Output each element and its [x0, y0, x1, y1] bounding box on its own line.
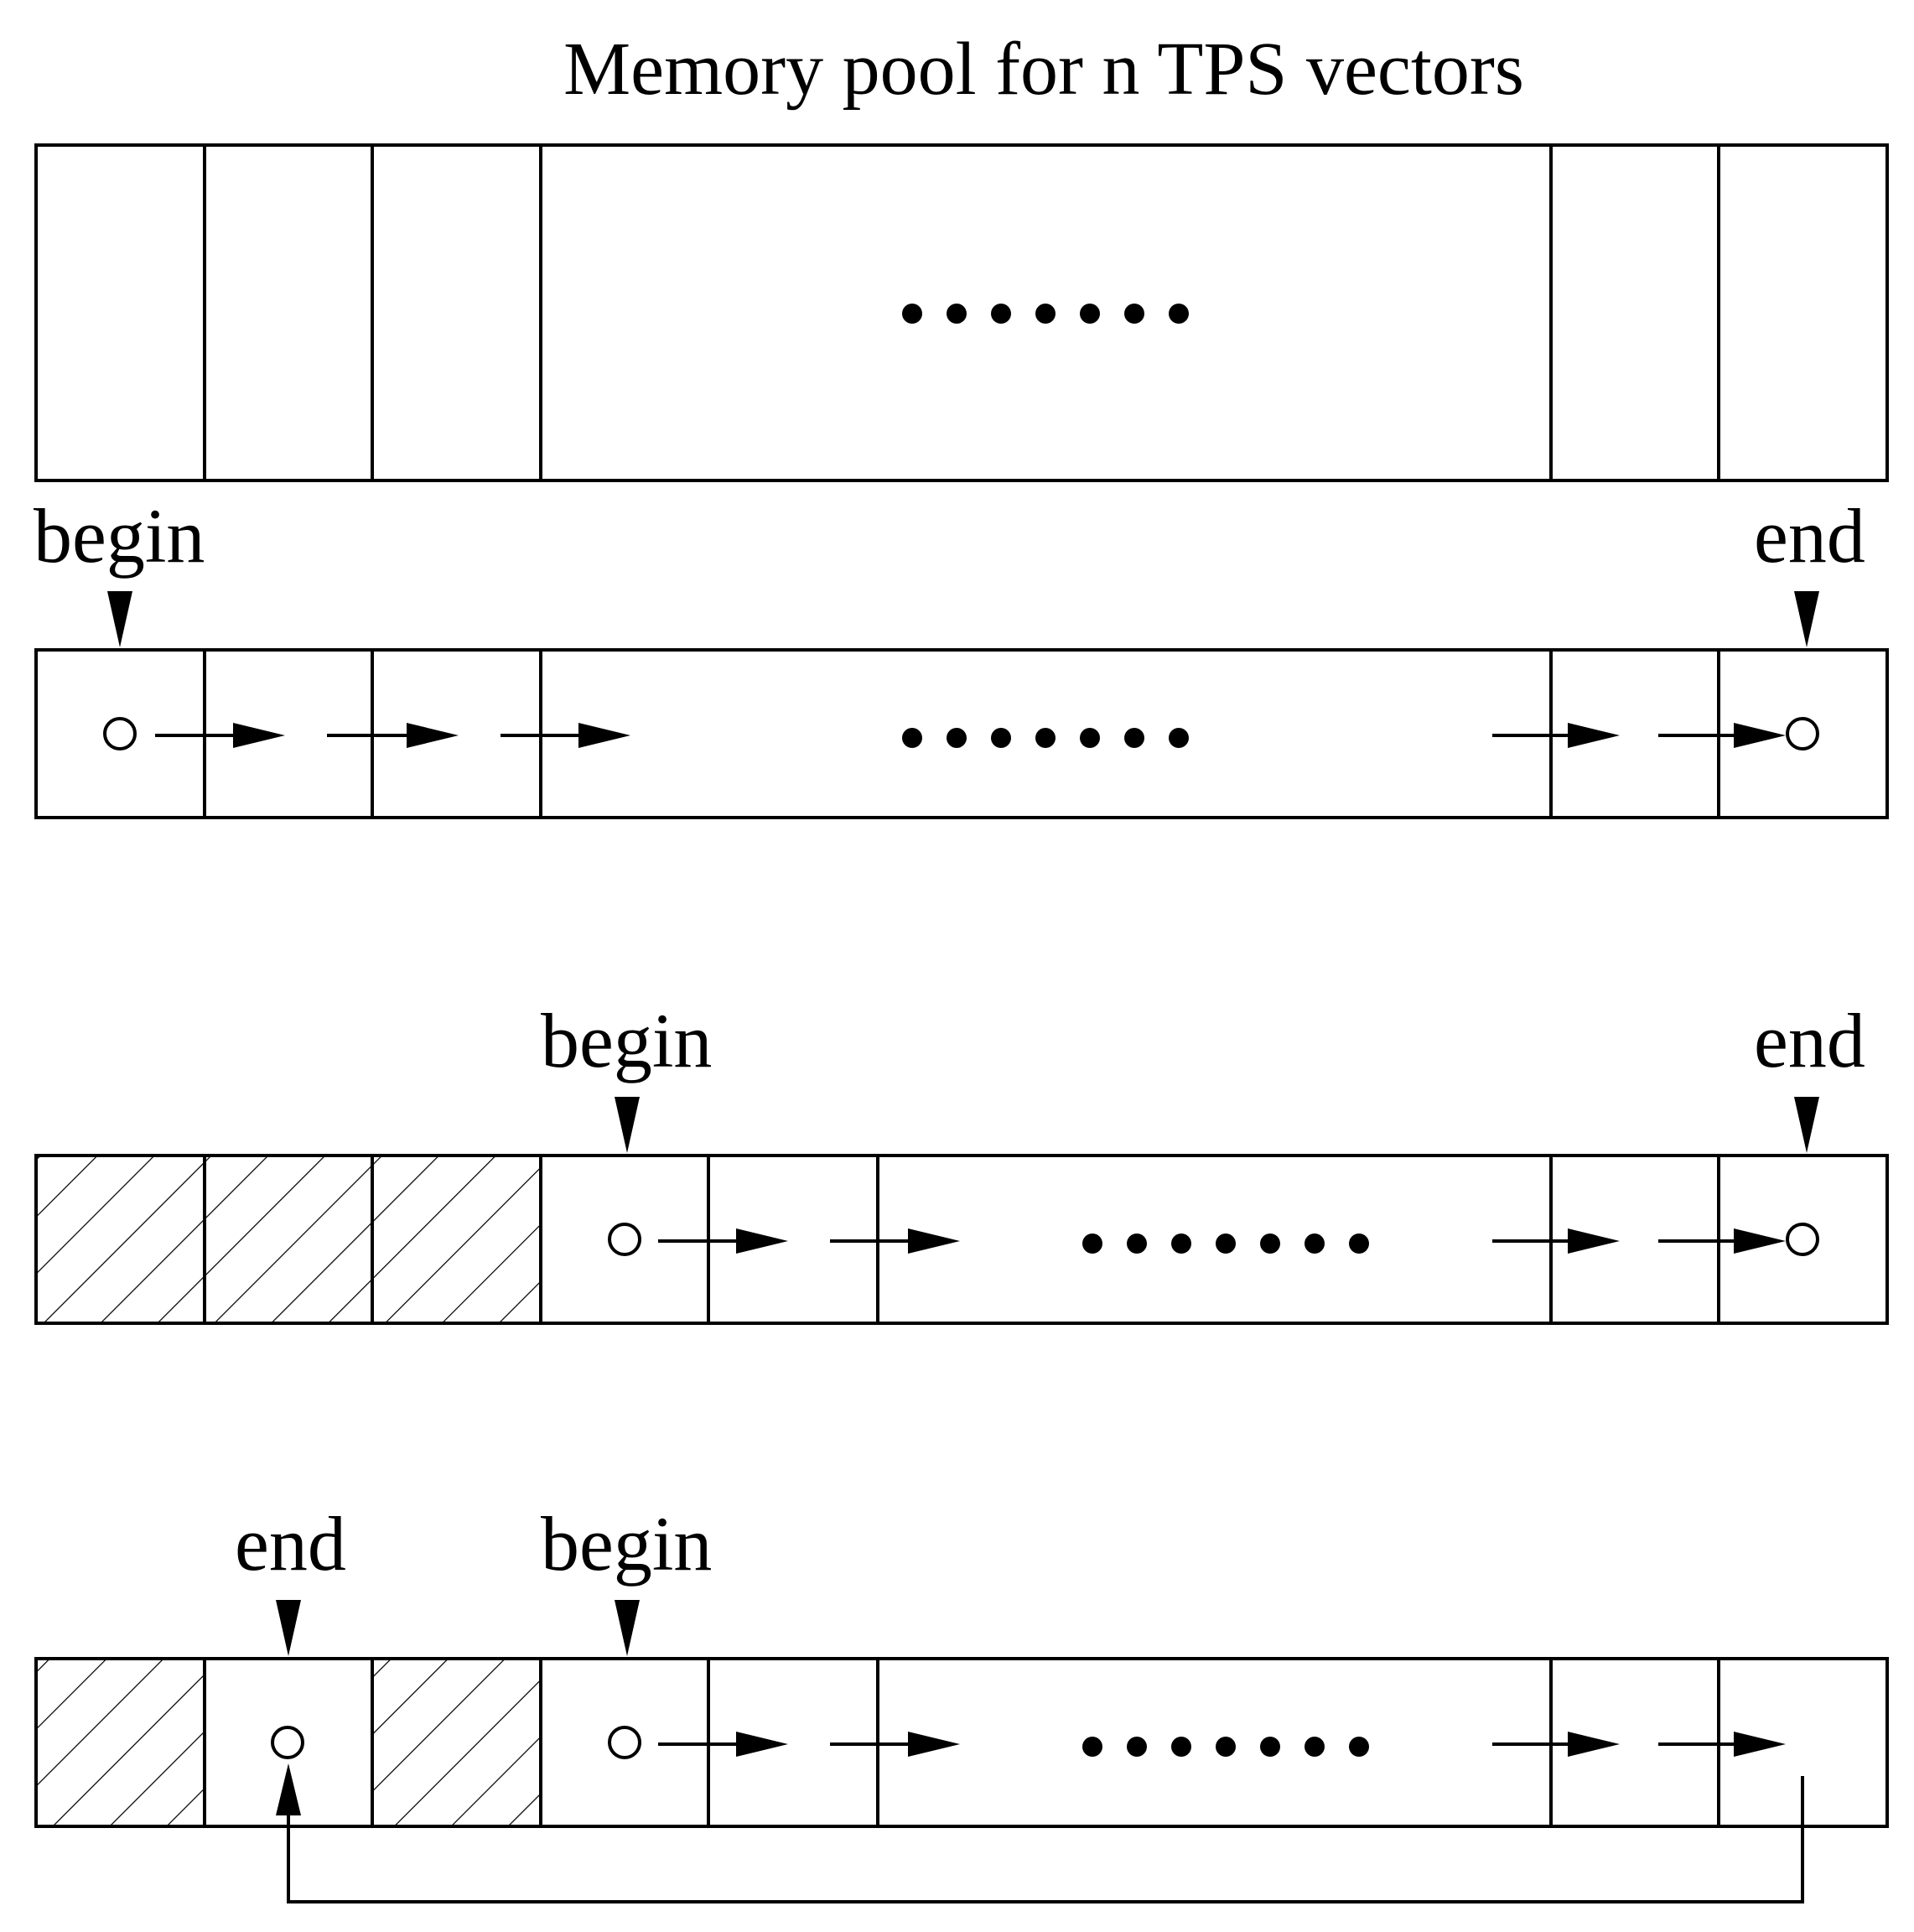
end-pointer-icon [1794, 1097, 1819, 1153]
begin-label: begin [541, 1501, 712, 1587]
ellipsis-dot [1260, 1233, 1280, 1254]
free-node-icon [103, 717, 137, 750]
ellipsis-dot [1169, 728, 1189, 748]
ellipsis-dot [1080, 304, 1100, 324]
link-arrowhead-icon [1734, 1732, 1786, 1757]
ellipsis-dot [1080, 728, 1100, 748]
ellipsis-dot [1171, 1233, 1191, 1254]
link-arrowhead-icon [1568, 1732, 1620, 1757]
ellipsis-dot [1124, 728, 1144, 748]
link-arrowhead-icon [407, 723, 459, 748]
pool-outline [34, 143, 1889, 482]
ellipsis-dot [1305, 1737, 1325, 1757]
end-pointer-icon [1794, 591, 1819, 647]
begin-label: begin [34, 493, 205, 579]
link-arrowhead-icon [1734, 723, 1786, 748]
ellipsis [1082, 1737, 1369, 1757]
ellipsis-dot [1216, 1737, 1236, 1757]
ellipsis-dot [1082, 1233, 1102, 1254]
ellipsis-dot [991, 304, 1011, 324]
ellipsis-dot [1216, 1233, 1236, 1254]
list-outline [34, 648, 1889, 819]
begin-pointer-icon [107, 591, 132, 647]
list-outline [34, 1657, 1889, 1828]
free-node-icon [608, 1726, 641, 1759]
link-arrowhead-icon [908, 1732, 960, 1757]
free-node-icon [271, 1726, 304, 1759]
ellipsis-dot [1349, 1233, 1369, 1254]
link-arrowhead-icon [736, 1732, 788, 1757]
ellipsis-dot [1349, 1737, 1369, 1757]
free-list-initial-row: begin end [34, 493, 1889, 819]
link-arrowhead-icon [1568, 723, 1620, 748]
diagram-title: Memory pool for n TPS vectors [563, 28, 1524, 111]
wraparound-link [287, 1776, 1804, 1903]
end-label: end [1754, 493, 1865, 579]
used-cell [36, 1156, 205, 1323]
free-node-icon [1786, 1223, 1819, 1256]
pool-row [34, 143, 1889, 482]
ellipsis-dot [991, 728, 1011, 748]
ellipsis [902, 728, 1189, 748]
begin-label: begin [541, 998, 712, 1083]
ellipsis-dot [947, 304, 967, 324]
begin-pointer-icon [615, 1097, 640, 1153]
used-cell [372, 1659, 541, 1826]
ellipsis-dot [1124, 304, 1144, 324]
ellipsis [1082, 1233, 1369, 1254]
link-arrowhead-icon [908, 1228, 960, 1254]
link-arrowhead-icon [578, 723, 630, 748]
ellipsis-dot [1127, 1737, 1147, 1757]
free-list-after-allocation-row: begin end [34, 998, 1889, 1325]
ellipsis-dot [1127, 1233, 1147, 1254]
ellipsis-dot [1260, 1737, 1280, 1757]
ellipsis-dot [902, 304, 922, 324]
ellipsis-dot [1171, 1737, 1191, 1757]
ellipsis-dot [902, 728, 922, 748]
link-arrowhead-icon [233, 723, 285, 748]
link-arrowhead-icon [1734, 1228, 1786, 1254]
end-label: end [235, 1501, 346, 1587]
free-node-icon [608, 1223, 641, 1256]
ellipsis [902, 304, 1189, 324]
ellipsis-dot [1082, 1737, 1102, 1757]
end-label: end [1754, 998, 1865, 1083]
free-node-icon [1786, 717, 1819, 750]
ellipsis-dot [1169, 304, 1189, 324]
link-arrowhead-icon [1568, 1228, 1620, 1254]
ellipsis-dot [1035, 728, 1056, 748]
begin-pointer-icon [615, 1600, 640, 1656]
ellipsis-dot [947, 728, 967, 748]
used-cell [205, 1156, 372, 1323]
wraparound-arrowhead-icon [276, 1763, 301, 1815]
link-arrowhead-icon [736, 1228, 788, 1254]
ellipsis-dot [1035, 304, 1056, 324]
end-pointer-icon [276, 1600, 301, 1656]
ellipsis-dot [1305, 1233, 1325, 1254]
free-list-after-release-row: end begin [34, 1501, 1889, 1903]
used-cell [36, 1659, 205, 1826]
list-outline [34, 1154, 1889, 1325]
used-cell [372, 1156, 541, 1323]
